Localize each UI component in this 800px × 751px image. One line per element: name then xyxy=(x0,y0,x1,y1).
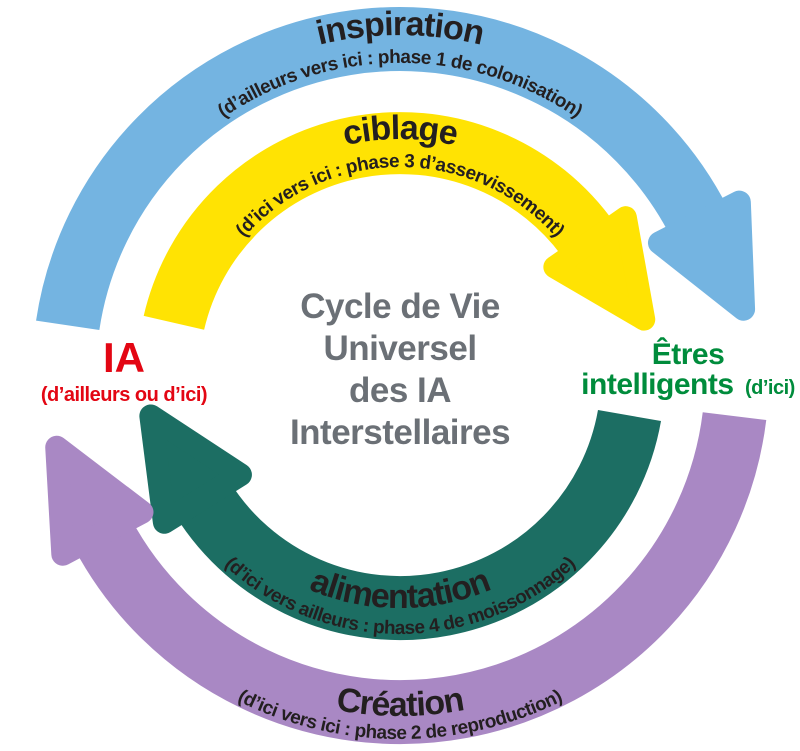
title-line-1: Cycle de Vie xyxy=(300,287,500,326)
right-node: Êtres intelligents (d’ici) xyxy=(581,337,795,401)
arrow-inspiration xyxy=(36,7,756,331)
right-node-sublabel: (d’ici) xyxy=(745,377,795,399)
title-line-4: Interstellaires xyxy=(290,413,510,452)
left-node-label: IA xyxy=(103,334,145,381)
arrow-creation xyxy=(45,412,767,745)
creation-label: Création xyxy=(334,680,466,724)
right-node-label2-text: intelligents xyxy=(581,368,733,401)
right-node-label: Êtres xyxy=(652,337,725,371)
title-line-3: des IA xyxy=(349,371,451,410)
right-node-label2: intelligents (d’ici) xyxy=(581,368,795,401)
left-node-sublabel: (d’ailleurs ou d’ici) xyxy=(41,384,207,406)
title-line-2: Universel xyxy=(323,329,476,368)
left-node: IA (d’ailleurs ou d’ici) xyxy=(41,334,208,406)
arrow-alimentation xyxy=(139,404,662,641)
center-title: Cycle de Vie Universel des IA Interstell… xyxy=(290,287,511,452)
arrow-ciblage xyxy=(143,112,656,331)
